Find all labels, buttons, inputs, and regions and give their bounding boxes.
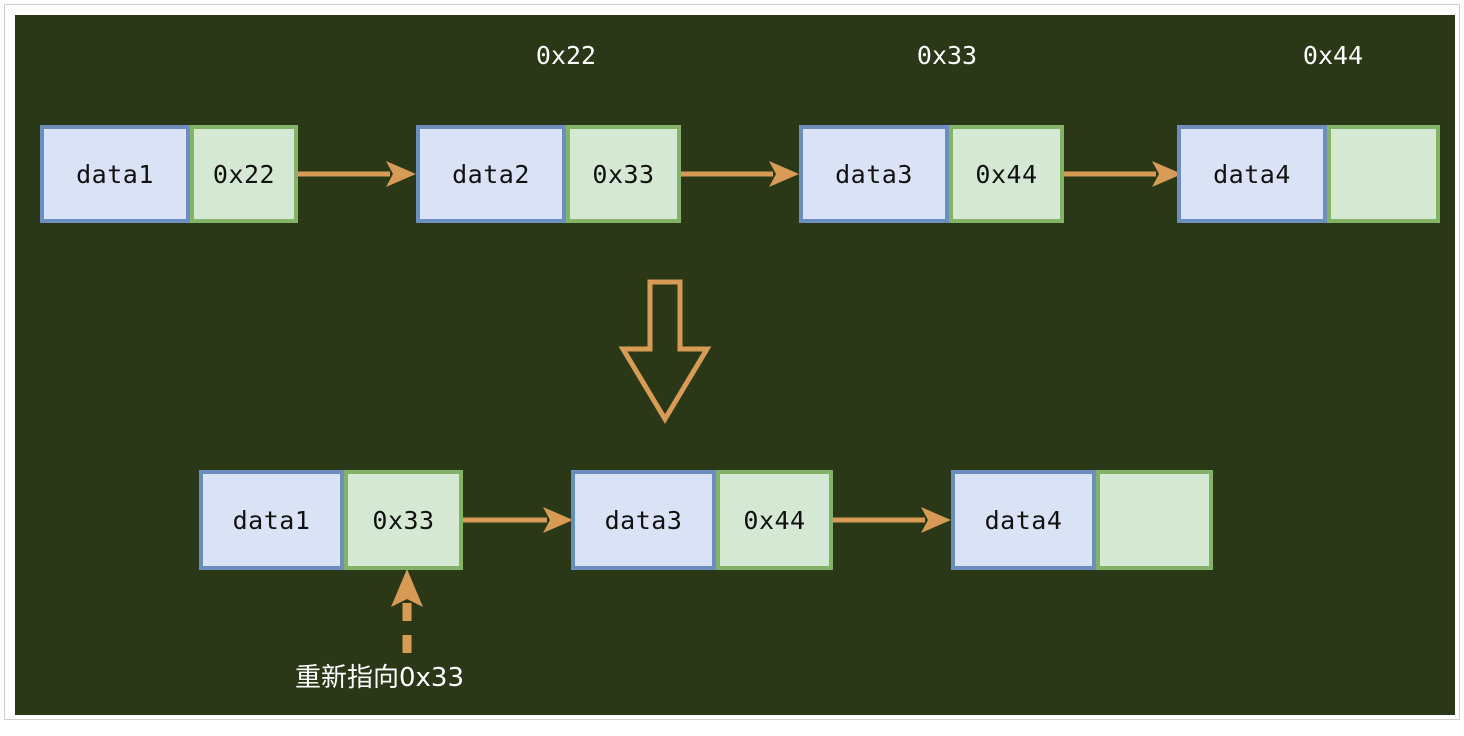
before-connector-2-to-3 [681,161,799,187]
before-node-2-pointer-cell: 0x33 [566,125,681,223]
after-node-2-data-cell: data3 [571,470,716,570]
address-label-0x22: 0x22 [535,41,597,70]
diagram-frame: 0x22 0x33 0x44 data1 0x22 data2 0x33 dat… [4,4,1460,720]
before-connector-3-to-4 [1064,161,1182,187]
after-connector-1-to-2 [463,507,573,533]
before-node-4-data-cell: data4 [1177,125,1327,223]
after-node-1-data-cell: data1 [199,470,344,570]
transition-down-arrow [618,279,712,424]
before-node-3-pointer-cell: 0x44 [949,125,1064,223]
diagram-canvas: 0x22 0x33 0x44 data1 0x22 data2 0x33 dat… [15,15,1455,715]
before-connector-1-to-2 [298,161,416,187]
after-node-1-pointer-cell: 0x33 [344,470,463,570]
before-node-2-data-cell: data2 [416,125,566,223]
after-node-3-pointer-cell-null [1096,470,1213,570]
after-node-3-data-cell: data4 [951,470,1096,570]
address-label-0x44: 0x44 [1302,41,1364,70]
before-node-3-data-cell: data3 [799,125,949,223]
before-node-1-data-cell: data1 [40,125,190,223]
repoint-caption-label: 重新指向0x33 [295,663,465,693]
after-node-2-pointer-cell: 0x44 [716,470,833,570]
before-node-4-pointer-cell-null [1327,125,1440,223]
address-label-0x33: 0x33 [916,41,978,70]
repoint-dashed-arrow [391,569,423,653]
after-connector-2-to-3 [833,507,951,533]
before-node-1-pointer-cell: 0x22 [190,125,298,223]
